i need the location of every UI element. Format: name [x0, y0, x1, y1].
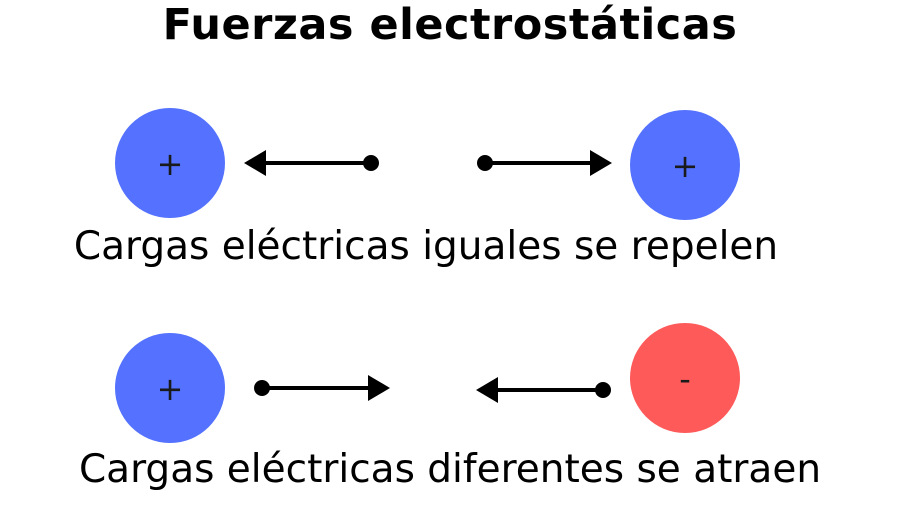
row-attract: + -: [115, 323, 740, 443]
caption-attract: Cargas eléctricas diferentes se atraen: [78, 447, 822, 492]
force-arrow-right-pointing: [254, 375, 390, 401]
positive-sign: +: [672, 147, 699, 185]
positive-charge-left: [115, 108, 225, 218]
page-title: Fuerzas electrostáticas: [162, 0, 738, 50]
positive-charge-right: [630, 110, 740, 220]
force-arrow-left-pointing: [476, 377, 611, 403]
positive-sign: +: [157, 145, 184, 183]
positive-charge-left: [115, 333, 225, 443]
negative-charge-right: [630, 323, 740, 433]
caption-repel: Cargas eléctricas iguales se repelen: [73, 224, 779, 269]
force-arrow-right-pointing: [477, 150, 612, 176]
positive-sign: +: [157, 370, 184, 408]
force-arrow-left-pointing: [244, 150, 379, 176]
row-repel: + +: [115, 108, 740, 220]
negative-sign: -: [679, 360, 691, 398]
